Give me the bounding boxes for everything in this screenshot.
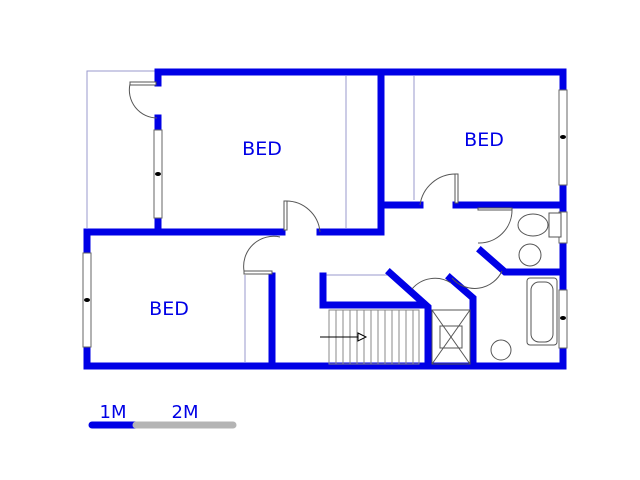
duct <box>431 309 471 365</box>
basin-icon <box>518 243 542 267</box>
thin-lines <box>86 70 415 362</box>
walls <box>83 68 567 370</box>
toilet-cistern <box>548 212 562 238</box>
scale-label-2m: 2M <box>172 402 199 423</box>
staircase <box>320 309 420 365</box>
room-label: BED <box>242 138 282 160</box>
window-handles <box>84 135 566 320</box>
scale-label-1m: 1M <box>100 402 127 423</box>
toilet-icon <box>517 213 549 237</box>
bathroom-fixtures <box>490 212 562 361</box>
scale-bar: 1M 2M <box>88 402 237 429</box>
room-label: BED <box>464 129 504 151</box>
doors <box>128 81 513 290</box>
basin-icon <box>490 339 512 361</box>
room-label: BED <box>149 298 189 320</box>
